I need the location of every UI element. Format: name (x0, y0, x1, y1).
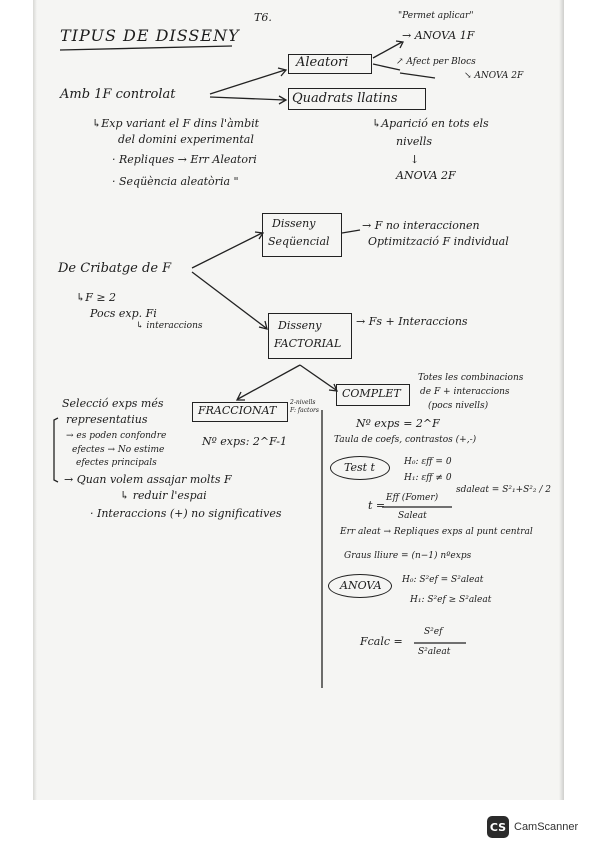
test-t-h1: H₁: εff ≠ 0 (404, 473, 452, 483)
sequencial-line-1: Disseny (272, 217, 316, 230)
scan-right-edge (559, 0, 564, 800)
aleatori-box (288, 54, 372, 74)
quadrats-box (288, 88, 426, 110)
aparicio-arrow: ↓ (410, 153, 420, 166)
cribatge-label: De Cribatge de F (58, 261, 172, 276)
anova-h0: H₀: S²ef = S²aleat (402, 575, 484, 585)
aparicio-line-2: nivells (396, 135, 433, 148)
sequencial-note-1: → F no interaccionen (362, 219, 480, 232)
complet-note-3: (pocs nivells) (428, 401, 489, 411)
factorial-box (268, 313, 352, 359)
quadrats-label: Quadrats llatins (292, 91, 398, 106)
pocs-exp: Pocs exp. Fi (90, 307, 157, 320)
sequencial-box (262, 213, 342, 257)
f-ge-2: ↳F ≥ 2 (76, 291, 117, 304)
anova-1f-note: → ANOVA 1F (402, 29, 475, 42)
fcalc-label: Fcalc = (360, 635, 403, 648)
n-exps-fraccionat: Nº exps: 2^F-1 (202, 435, 287, 448)
fraccionat-note-2: F: factors (290, 407, 320, 414)
theme-number: T6. (254, 11, 272, 24)
seleccio-line-3: → es poden confondre (66, 431, 167, 441)
controlled-factor-label: Amb 1F controlat (60, 87, 176, 102)
sequencial-note-2: Optimització F individual (368, 235, 509, 248)
notebook-page (33, 0, 564, 800)
complet-box (336, 384, 410, 406)
err-aleat-note: Err aleat → Repliques exps al punt centr… (340, 527, 533, 537)
aparicio-line-1: ↳Aparició en tots els (372, 117, 489, 130)
complet-label: COMPLET (342, 387, 401, 400)
exp-line-1: ↳Exp variant el F dins l'àmbit (92, 117, 260, 130)
test-t-h0: H₀: εff = 0 (404, 457, 452, 467)
s-aleat-formula: sdaleat = S²₁+S²₂ / 2 (456, 485, 551, 495)
aleatori-label: Aleatori (296, 55, 349, 70)
t-denominator: Saleat (398, 511, 427, 521)
aparicio-anova2f: ANOVA 2F (396, 169, 456, 182)
anova-2f-top-note: ↘ ANOVA 2F (464, 71, 524, 81)
n-exps-complet: Nº exps = 2^F (356, 417, 440, 430)
afecta-blocs-note: ↗ Afect per Blocs (396, 57, 476, 67)
fcalc-numerator: S²ef (424, 627, 443, 637)
fraccionat-label: FRACCIONAT (198, 404, 277, 417)
camscanner-brand: CamScanner (514, 821, 579, 833)
seleccio-line-2: representatius (66, 413, 148, 426)
sequencial-line-2: Seqüencial (268, 235, 330, 248)
permet-aplicar-note: "Permet aplicar" (398, 11, 474, 21)
fraccionat-note-1: 2-nivells (290, 399, 316, 406)
seleccio-line-1: Selecció exps més (62, 397, 164, 410)
interaccions-note: ↳ interaccions (136, 321, 203, 331)
seleccio-line-6: → Quan volem assajar molts F (64, 473, 232, 486)
graus-lliure: Graus lliure = (n−1) nºexps (344, 551, 472, 561)
fraccionat-box (192, 402, 288, 422)
anova-h1: H₁: S²ef ≥ S²aleat (410, 595, 492, 605)
factorial-line-2: FACTORIAL (274, 337, 342, 350)
complet-note-1: Totes les combinacions (418, 373, 524, 383)
test-t-label: Test t (344, 461, 375, 474)
anova-label: ANOVA (340, 579, 382, 592)
seleccio-line-5: efectes principals (76, 458, 157, 468)
t-equals: t = (368, 499, 386, 512)
factorial-note: → Fs + Interaccions (356, 315, 468, 328)
anova-oval (328, 574, 392, 598)
factorial-line-1: Disseny (278, 319, 322, 332)
camscanner-watermark: CS CamScanner (487, 816, 578, 838)
taula-coefs: Taula de coefs, contrastos (+,-) (334, 435, 477, 445)
seleccio-line-4: efectes → No estime (72, 445, 165, 455)
exp-line-3: · Repliques → Err Aleatori (112, 153, 257, 166)
page-title: TIPUS DE DISSENY (60, 26, 240, 45)
complet-note-2: de F + interaccions (420, 387, 510, 397)
scan-left-edge (33, 0, 37, 800)
exp-line-4: · Seqüència aleatòria " (112, 175, 239, 188)
camscanner-logo-icon: CS (487, 816, 509, 838)
seleccio-line-8: · Interaccions (+) no significatives (90, 507, 282, 520)
test-t-oval (330, 456, 390, 480)
fcalc-denominator: S²aleat (418, 647, 451, 657)
seleccio-line-7: ↳ reduir l'espai (120, 489, 207, 502)
exp-line-2: del domini experimental (118, 133, 254, 146)
t-numerator: Eff (Fomer) (386, 493, 439, 503)
